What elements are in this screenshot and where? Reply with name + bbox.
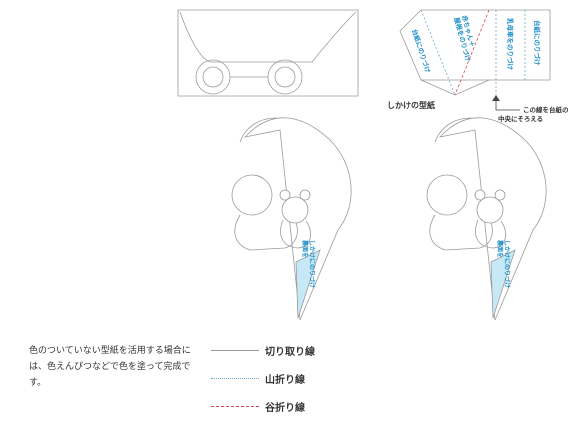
glue-mech-right-line1: 裏面を [496,239,504,258]
valley-fold-sample [211,406,259,407]
valley-fold-label: 谷折り線 [265,403,305,414]
baby-head-right [426,174,468,216]
align-arrow [492,95,500,101]
glue-area-left [295,249,321,319]
align-note-line2: 中央にそろえる [498,114,543,123]
glue-mech-left-line1: 裏面を [301,239,309,258]
fold-template: しかけの型紙 この線を台紙の 中央にそろえる 台紙にのりづけ 乳母車をのりづけ … [387,9,569,123]
assembled-left: 裏面を しかけにのりづけ [231,117,352,321]
stroller-body-template [177,9,359,97]
glue-area-right [490,249,516,319]
glue-stroller-label: 乳母車をのりづけ [506,18,515,71]
align-note-line1: この線を台紙の [523,105,569,114]
glue-mechanism-left-label: 裏面を しかけにのりづけ [301,239,316,288]
stroller-basket-line [179,11,357,63]
assembled-right: 裏面を しかけにのりづけ [426,117,547,321]
mountain-fold-line-1 [420,9,456,96]
glue-mech-right-line2: しかけにのりづけ [503,240,511,288]
template-label: しかけの型紙 [387,100,435,110]
teddy-head-left [281,196,309,224]
mountain-fold-sample [211,378,259,379]
mountain-fold-label: 山折り線 [265,375,305,386]
glue-mech-left-line2: しかけにのりづけ [308,240,316,288]
stroller-outline [177,9,359,97]
stroller-right-wheel [267,59,303,95]
glue-mechanism-right-label: 裏面を しかけにのりづけ [496,239,511,288]
cut-line-sample [211,350,259,351]
glue-mount-right-label: 台紙にのりづけ [533,20,542,66]
stroller-left-wheel [195,59,231,95]
cut-line-label: 切り取り線 [265,347,315,358]
valley-fold-line-1 [454,9,490,96]
teddy-head-right [476,196,504,224]
baby-head-left [231,174,273,216]
instructions-text: 色のついていない型紙を活用する場合には、色えんぴつなどで色を塗って完成です。 [29,346,191,388]
